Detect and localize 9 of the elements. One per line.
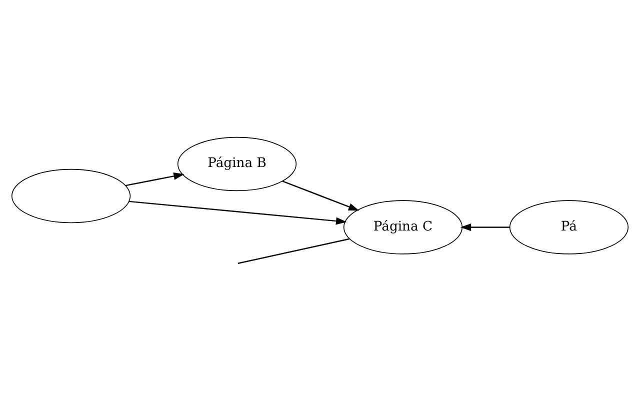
arrow	[126, 172, 184, 186]
node-ellipse: Página B	[177, 136, 297, 191]
arrow	[128, 200, 347, 224]
arrow	[460, 223, 510, 231]
arrow	[282, 180, 360, 210]
node-ellipse: Pá	[509, 200, 629, 254]
connector	[238, 238, 350, 264]
node-ellipse	[11, 168, 131, 223]
node-ellipse: Página C	[343, 200, 463, 254]
